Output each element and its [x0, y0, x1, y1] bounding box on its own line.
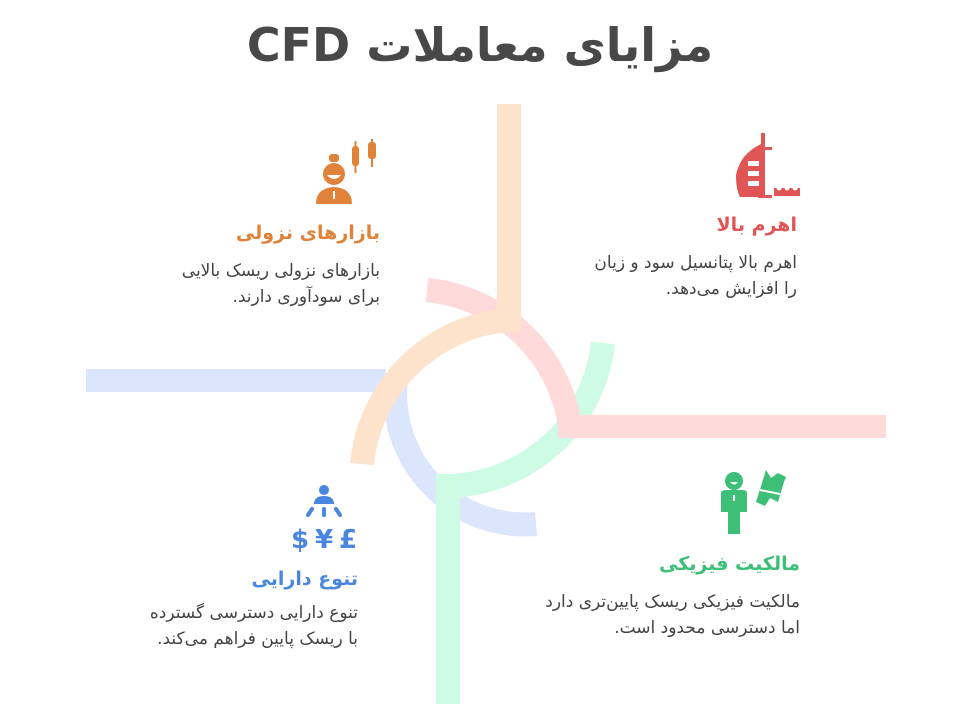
section-heading: مالکیت فیزیکی — [659, 553, 800, 575]
section-heading: اهرم بالا — [716, 214, 797, 236]
description-line: مالکیت فیزیکی ریسک پایین‌تری دارد — [545, 592, 800, 612]
burj-al-arab-icon — [736, 133, 800, 198]
section-description: مالکیت فیزیکی ریسک پایین‌تری دارد اما دس… — [440, 589, 800, 641]
section-asset-diversity: تنوع دارایی تنوع دارایی دسترسی گسترده با… — [58, 568, 358, 652]
section-description: تنوع دارایی دسترسی گسترده با ریسک پایین … — [58, 600, 358, 652]
description-line: اهرم بالا پتانسیل سود و زیان — [594, 253, 797, 273]
description-line: برای سودآوری دارند. — [232, 287, 380, 307]
orange-connector — [350, 104, 521, 466]
description-line: تنوع دارایی دسترسی گسترده — [149, 603, 358, 623]
blue-connector — [86, 369, 537, 537]
section-physical-ownership: مالکیت فیزیکی مالکیت فیزیکی ریسک پایین‌ت… — [440, 553, 800, 641]
section-description: اهرم بالا پتانسیل سود و زیان را افزایش م… — [477, 250, 797, 302]
svg-text:¥: ¥ — [315, 525, 333, 554]
section-bearish-markets: بازارهای نزولی بازارهای نزولی ریسک بالای… — [80, 222, 380, 310]
section-heading: بازارهای نزولی — [235, 222, 380, 244]
svg-text:$: $ — [291, 525, 309, 554]
currency-diversity-icon: $ ¥ £ — [291, 485, 357, 554]
trader-candlestick-icon — [316, 139, 376, 204]
description-line: با ریسک پایین فراهم می‌کند. — [157, 629, 358, 649]
description-line: را افزایش می‌دهد. — [665, 279, 797, 299]
section-description: بازارهای نزولی ریسک بالایی برای سودآوری … — [80, 258, 380, 310]
section-high-leverage: اهرم بالا اهرم بالا پتانسیل سود و زیان ر… — [477, 214, 797, 302]
section-heading: تنوع دارایی — [251, 568, 358, 590]
description-line: بازارهای نزولی ریسک بالایی — [181, 261, 380, 281]
green-connector — [436, 341, 615, 704]
description-line: اما دسترسی محدود است. — [614, 618, 800, 638]
svg-text:£: £ — [339, 525, 357, 554]
page-title: مزایای معاملات CFD — [246, 18, 714, 72]
person-ticket-icon — [721, 470, 786, 534]
red-connector — [425, 278, 886, 438]
